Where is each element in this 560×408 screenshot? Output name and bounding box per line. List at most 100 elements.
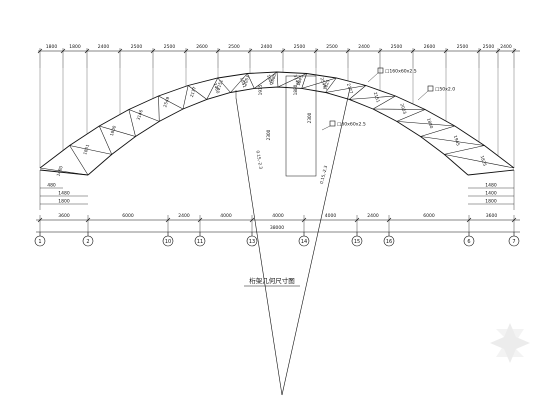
web-member — [217, 77, 231, 93]
member-label-right: 1825 — [480, 155, 488, 167]
web-member — [247, 73, 255, 89]
member-label-right: 2177 — [346, 83, 354, 95]
web-member — [128, 109, 160, 122]
axis-label: 2 — [86, 239, 89, 245]
web-member — [182, 85, 189, 110]
web-member — [158, 95, 184, 110]
member-label-left: 1880 — [269, 73, 277, 85]
top-tick-slash — [280, 48, 286, 54]
top-dimension-label: 2600 — [424, 44, 436, 50]
web-member — [99, 125, 136, 137]
top-tick-slash — [495, 48, 501, 54]
top-tick-slash — [84, 48, 90, 54]
top-tick-slash — [37, 48, 43, 54]
web-member — [444, 154, 515, 169]
top-dimension-label: 2500 — [131, 44, 143, 50]
web-member — [420, 125, 455, 137]
member-label-right: 1480 — [213, 82, 221, 94]
watermark-logo — [490, 323, 530, 363]
top-tick-slash — [345, 48, 351, 54]
height-label: 2300 — [307, 112, 312, 123]
section-note-box — [377, 67, 384, 74]
height-label: 2300 — [266, 129, 271, 140]
bottom-tick-slash — [386, 217, 392, 223]
axis-label: 11 — [197, 239, 203, 245]
top-dimension-label: 2500 — [228, 44, 240, 50]
top-dimension-label: 2500 — [164, 44, 176, 50]
web-member — [69, 145, 112, 155]
section-note-leader — [367, 72, 379, 83]
right-end-chord — [467, 169, 515, 176]
left-small-dim: 480 — [47, 183, 56, 189]
axis-label: 6 — [467, 239, 470, 245]
bottom-tick-slash — [85, 217, 91, 223]
section-note-box — [427, 85, 434, 92]
center-label: 1880 — [293, 84, 298, 95]
top-dimension-label: 2500 — [294, 44, 306, 50]
member-label-left: 2177 — [189, 86, 197, 98]
member-label-right: 1880 — [426, 117, 434, 129]
axis-label: 14 — [301, 239, 307, 245]
section-note-leader — [321, 125, 331, 131]
bottom-tick-slash — [301, 217, 307, 223]
top-tick-slash — [410, 48, 416, 54]
section-note-leader — [417, 90, 429, 101]
member-label-right: 1851 — [239, 77, 247, 89]
top-dimension-label: 2500 — [391, 44, 403, 50]
web-member — [372, 108, 426, 110]
left-small-dim: 1800 — [58, 199, 70, 205]
member-label-left: 1851 — [82, 143, 90, 155]
top-tick-slash — [150, 48, 156, 54]
bottom-dimension-label: 4000 — [325, 213, 337, 219]
member-label-right: 2549 — [319, 77, 327, 89]
member-label-right: 2151 — [373, 91, 381, 103]
arched-truss: 2300 2300 — [39, 68, 515, 177]
bottom-dimension-label: 4000 — [220, 213, 232, 219]
axis-label: 13 — [249, 239, 255, 245]
center-label: 1915 — [258, 84, 263, 95]
bottom-dimension-label: 2400 — [367, 213, 379, 219]
bottom-dimension-label: 2400 — [178, 213, 190, 219]
web-member — [420, 136, 485, 146]
leader-label: 0.15,-2.3 — [319, 165, 328, 185]
section-notes: □160x60x2.5□50x2.0□60x60x2.5 — [321, 67, 455, 131]
top-tick-slash — [511, 48, 517, 54]
web-member — [396, 121, 455, 127]
axis-bubble — [194, 235, 206, 247]
web-member — [349, 85, 367, 100]
axis-bubble — [383, 235, 395, 247]
top-dimension-label: 1800 — [46, 44, 58, 50]
top-dimension-label: 1800 — [69, 44, 81, 50]
top-tick-slash — [377, 48, 383, 54]
bottom-dimension-label: 3600 — [58, 213, 70, 219]
member-label-right: 1800 — [266, 74, 274, 86]
bottom-dimension-label: 6000 — [122, 213, 134, 219]
axis-label: 16 — [386, 239, 392, 245]
web-member — [276, 71, 279, 88]
axis-bubble — [162, 235, 174, 247]
member-label-left: 2549 — [162, 96, 170, 108]
member-label-left: 3146 — [136, 109, 144, 121]
top-tick-slash — [443, 48, 449, 54]
top-tick-slash — [215, 48, 221, 54]
drawing-title: 桁架几何尺寸图 — [249, 276, 295, 285]
web-member — [187, 85, 207, 100]
axis-label: 15 — [354, 239, 360, 245]
bottom-tick-slash — [466, 217, 472, 223]
web-member — [158, 96, 160, 122]
bottom-dimension-label: 4000 — [272, 213, 284, 219]
right-small-dim: 1800 — [485, 199, 497, 205]
axis-bubble — [298, 235, 310, 247]
center-frame — [285, 75, 317, 177]
axis-bubble — [34, 235, 46, 247]
web-member — [254, 71, 278, 89]
axis-bubble — [463, 235, 475, 247]
section-note: □160x60x2.5 — [385, 69, 417, 75]
leader-line-right — [281, 87, 351, 396]
member-label-left: 2151 — [216, 79, 224, 91]
